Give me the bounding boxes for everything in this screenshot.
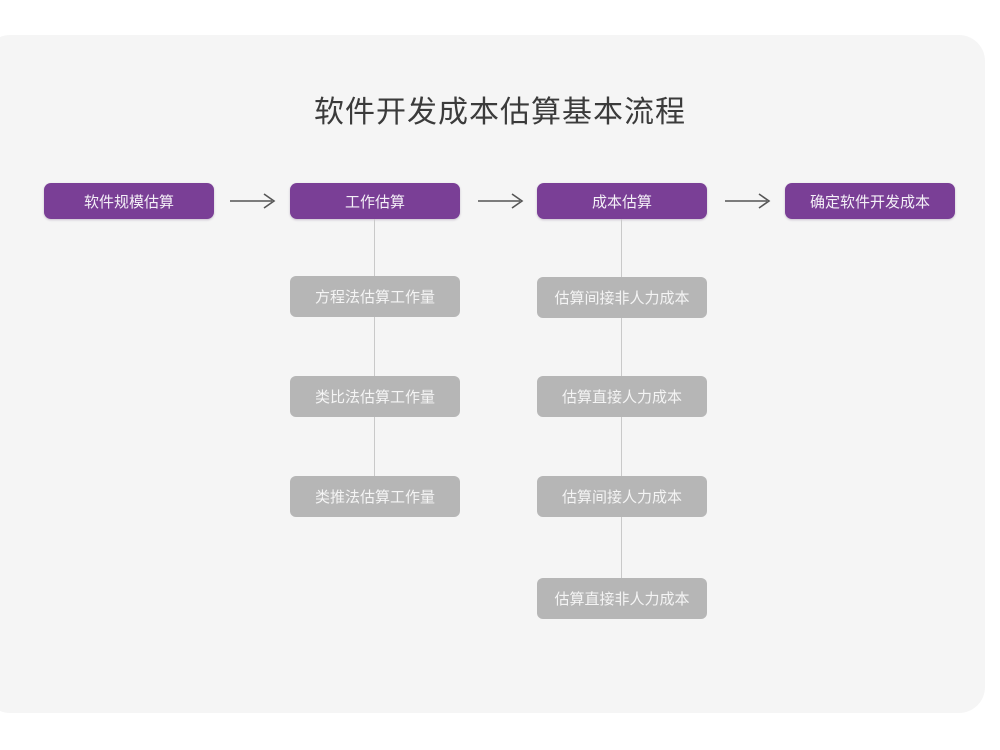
connector-stage-3-b xyxy=(621,318,622,376)
flow-node-stage-2[interactable]: 工作估算 xyxy=(290,183,460,219)
connector-stage-2-a xyxy=(374,219,375,276)
connector-stage-2-b xyxy=(374,317,375,376)
connector-stage-2-c xyxy=(374,417,375,476)
flow-subnode-stage-2-3[interactable]: 类推法估算工作量 xyxy=(290,476,460,517)
flow-subnode-stage-2-2[interactable]: 类比法估算工作量 xyxy=(290,376,460,417)
diagram-card xyxy=(0,35,985,713)
connector-stage-3-c xyxy=(621,417,622,476)
connector-stage-3-a xyxy=(621,219,622,277)
flow-subnode-stage-3-2[interactable]: 估算直接人力成本 xyxy=(537,376,707,417)
arrow-right-icon-1 xyxy=(228,188,280,214)
arrow-right-icon-2 xyxy=(476,188,528,214)
flow-subnode-stage-3-3[interactable]: 估算间接人力成本 xyxy=(537,476,707,517)
flow-subnode-stage-3-4[interactable]: 估算直接非人力成本 xyxy=(537,578,707,619)
page-title: 软件开发成本估算基本流程 xyxy=(314,96,686,129)
arrow-right-icon-3 xyxy=(723,188,775,214)
connector-stage-3-d xyxy=(621,517,622,578)
flow-node-stage-4[interactable]: 确定软件开发成本 xyxy=(785,183,955,219)
flow-subnode-stage-2-1[interactable]: 方程法估算工作量 xyxy=(290,276,460,317)
flow-node-stage-1[interactable]: 软件规模估算 xyxy=(44,183,214,219)
flow-node-stage-3[interactable]: 成本估算 xyxy=(537,183,707,219)
flow-subnode-stage-3-1[interactable]: 估算间接非人力成本 xyxy=(537,277,707,318)
